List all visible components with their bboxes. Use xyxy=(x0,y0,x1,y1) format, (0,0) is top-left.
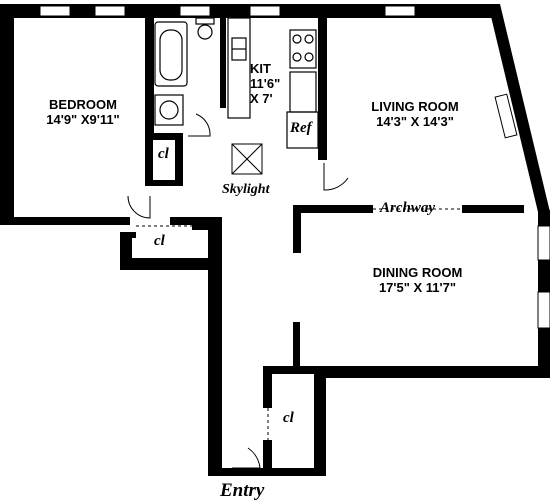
wall-archway-post xyxy=(293,205,301,253)
closet-label-hall: cl xyxy=(154,233,165,249)
wall-hall-left xyxy=(208,218,222,474)
bathtub xyxy=(154,21,188,87)
burner xyxy=(292,52,302,62)
window xyxy=(94,5,126,17)
wall-closet3-left xyxy=(263,368,272,408)
bedroom-label: BEDROOM 14'9" X9'11" xyxy=(28,97,138,128)
dining-room-dims: 17'5" X 11'7" xyxy=(378,279,457,295)
bedroom-dims: 14'9" X9'11" xyxy=(46,111,120,127)
skylight-diagonal xyxy=(231,143,263,175)
wall-closet3-right xyxy=(314,366,326,476)
skylight-box xyxy=(231,143,263,175)
wall-dining-bottom xyxy=(318,366,550,378)
window xyxy=(537,291,550,329)
bath-door-swing xyxy=(188,113,211,137)
wall-closet3-left-low xyxy=(263,440,272,470)
wall-dining-stub xyxy=(293,322,300,366)
skylight-label: Skylight xyxy=(222,182,270,197)
living-room-label: LIVING ROOM 14'3" X 14'3" xyxy=(355,99,475,130)
kitchen-dims-line2: X 7' xyxy=(250,90,273,106)
kitchen-dims-line1: 11'6" xyxy=(250,75,281,91)
closet-label-entry: cl xyxy=(283,410,294,426)
windows xyxy=(39,5,550,329)
entry-door-swing xyxy=(232,447,261,469)
living-room-dims: 14'3" X 14'3" xyxy=(376,113,454,129)
wall-closet3-top xyxy=(263,366,323,374)
entry-label: Entry xyxy=(220,480,265,501)
bedroom-door-swing xyxy=(127,195,151,219)
sink-cabinet xyxy=(154,94,184,126)
burner xyxy=(292,34,302,44)
wall-closet1-bottom xyxy=(145,180,183,186)
kitchen-counter xyxy=(227,17,251,119)
skylight-symbol xyxy=(231,143,263,175)
living-room-name: LIVING ROOM xyxy=(371,99,459,114)
wall-closet1-right xyxy=(175,133,183,185)
doors xyxy=(127,113,462,469)
bath-fixtures xyxy=(154,17,215,126)
archway-label: Archway xyxy=(380,200,436,216)
refrigerator-box xyxy=(286,111,319,149)
kitchen-fixtures xyxy=(227,17,319,149)
living-door-swing xyxy=(323,163,349,191)
burner xyxy=(304,34,314,44)
window xyxy=(179,5,211,17)
wall-bath-bottom xyxy=(145,133,179,140)
window xyxy=(384,5,416,17)
range xyxy=(289,29,317,69)
kitchen-label: KIT 11'6" X 7' xyxy=(250,61,281,107)
wall-bath-left xyxy=(145,10,154,138)
sink-bowl xyxy=(159,100,179,120)
closet-label-bath: cl xyxy=(158,146,169,162)
wall-living-left xyxy=(318,10,327,160)
wall-bedroom-bottom-left xyxy=(0,217,130,225)
window xyxy=(537,225,550,261)
window xyxy=(39,5,71,17)
wall-entry-bottom xyxy=(208,468,323,476)
wall-closet1-left xyxy=(145,140,153,186)
window xyxy=(494,93,518,139)
bathtub-basin xyxy=(159,29,183,81)
kitchen-name: KIT xyxy=(250,61,271,76)
burner xyxy=(304,52,314,62)
refrigerator-label: Ref xyxy=(290,120,312,136)
toilet-tank xyxy=(195,17,215,25)
dining-room-label: DINING ROOM 17'5" X 11'7" xyxy=(355,265,480,296)
wall-closet2-bottom xyxy=(120,258,210,270)
wall-closet2-top-left xyxy=(120,232,136,238)
wall-left-bedroom xyxy=(0,4,14,224)
wall-living-right xyxy=(488,4,550,212)
wall-archway-left xyxy=(293,205,373,213)
toilet-bowl xyxy=(197,24,213,40)
wall-top-bedroom xyxy=(2,4,150,18)
window xyxy=(249,5,281,17)
bedroom-name: BEDROOM xyxy=(49,97,117,112)
dining-room-name: DINING ROOM xyxy=(372,265,463,280)
wall-bath-right xyxy=(220,10,226,108)
wall-archway-right xyxy=(462,205,524,213)
counter-right xyxy=(289,71,317,113)
